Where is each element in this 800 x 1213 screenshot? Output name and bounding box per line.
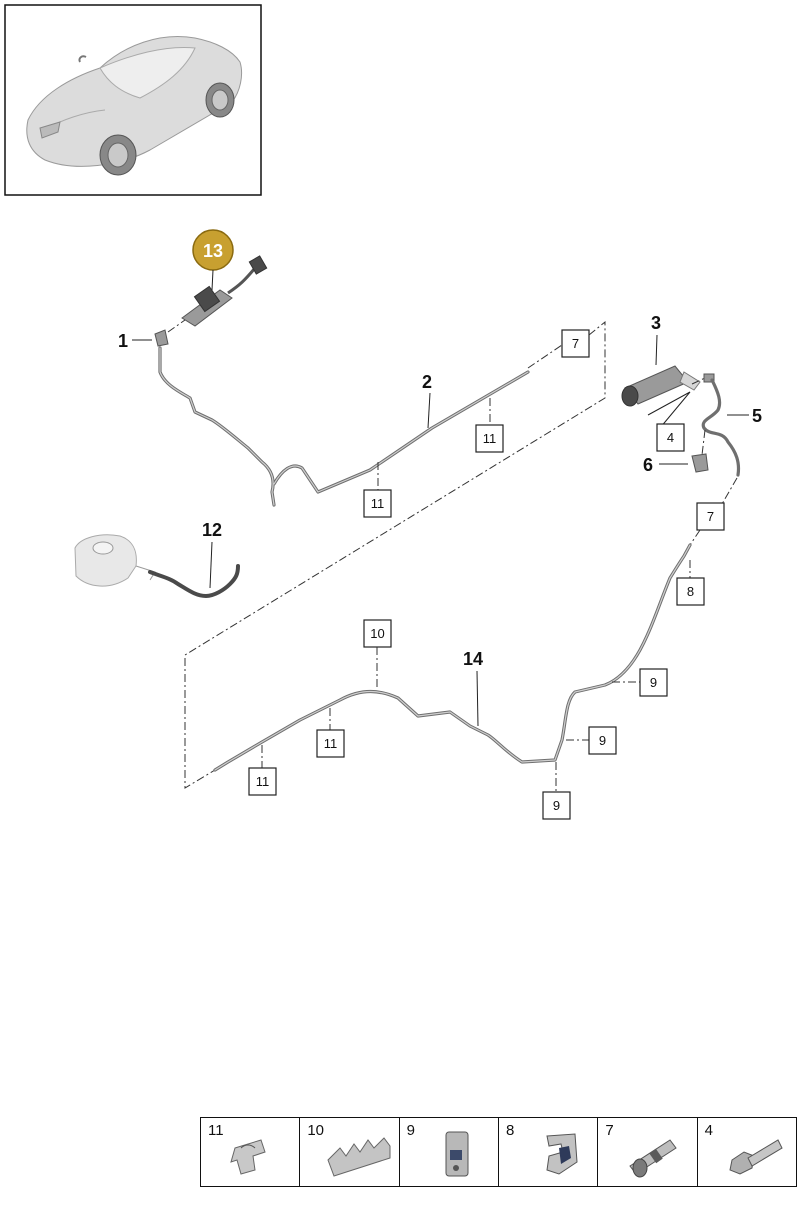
callout-2-label: 2: [422, 372, 432, 392]
callout-13-badge[interactable]: 13: [192, 229, 234, 271]
ref-box-4[interactable]: [656, 423, 685, 452]
callout-6-label: 6: [643, 455, 653, 475]
ref-box-7-top[interactable]: [561, 329, 590, 358]
bleed-valve-6-part: [691, 453, 709, 473]
ref-box-10-label: 10: [370, 626, 384, 641]
callout-13-label: 13: [203, 241, 223, 261]
ref-box-9-b[interactable]: [588, 726, 617, 755]
ref-box-9-a-label: 9: [650, 675, 657, 690]
parts-legend: 11 10 9 8 7 4: [200, 1117, 797, 1187]
ref-box-7-right[interactable]: [696, 502, 725, 531]
legend-number: 10: [307, 1122, 325, 1139]
legend-number: 8: [505, 1122, 515, 1139]
callout-14-label: 14: [463, 649, 483, 669]
legend-number: 11: [208, 1122, 224, 1139]
fitting-near-3-part: [703, 373, 715, 383]
ref-box-9-a[interactable]: [639, 668, 668, 697]
ref-box-8-label: 8: [687, 584, 694, 599]
ref-box-7-top-label: 7: [572, 336, 579, 351]
legend-number: 4: [704, 1122, 713, 1139]
ref-box-11-b-label: 11: [371, 496, 385, 511]
bracket-clip-8-icon: [546, 1133, 578, 1175]
reservoir-hose-12: [148, 564, 240, 599]
slave-cylinder-part: [621, 365, 701, 407]
ref-box-9-c[interactable]: [542, 791, 571, 820]
connector-7-icon: [629, 1139, 678, 1178]
car-thumbnail: [4, 4, 262, 196]
pipe-clip-11-icon: [230, 1139, 266, 1175]
ref-box-9-b-label: 9: [599, 733, 606, 748]
pipe-14: [213, 543, 692, 772]
callout-5-label: 5: [752, 406, 762, 426]
legend-cell-9[interactable]: 9: [400, 1118, 499, 1186]
legend-cell-8[interactable]: 8: [499, 1118, 599, 1186]
hose-5: [701, 378, 741, 477]
bolt-4-icon: [729, 1139, 783, 1175]
legend-cell-7[interactable]: 7: [598, 1118, 698, 1186]
pipe-2: [158, 346, 530, 507]
fitting-1-part: [154, 329, 169, 347]
ref-box-8[interactable]: [676, 577, 705, 606]
callout-12-label: 12: [202, 520, 222, 540]
ref-box-11-b[interactable]: [363, 489, 392, 518]
ref-box-14-11-b-label: 11: [256, 774, 270, 789]
master-cylinder-part: [181, 255, 268, 327]
legend-cell-4[interactable]: 4: [698, 1118, 796, 1186]
callout-1-label: 1: [118, 331, 128, 351]
ref-box-14-11-b[interactable]: [248, 767, 277, 796]
legend-cell-11[interactable]: 11: [201, 1118, 301, 1186]
ref-box-14-11-a[interactable]: [316, 729, 345, 758]
callout-3-label: 3: [651, 313, 661, 333]
ref-box-10[interactable]: [363, 619, 392, 648]
fluid-reservoir-part: [74, 534, 156, 587]
car-illustration-icon: [26, 36, 243, 176]
clip-holder-9-icon: [445, 1131, 469, 1177]
ref-box-11-a[interactable]: [475, 424, 504, 453]
legend-number: 9: [406, 1122, 415, 1139]
ref-box-4-label: 4: [667, 430, 674, 445]
legend-number: 7: [605, 1122, 614, 1139]
ref-box-11-a-label: 11: [483, 431, 497, 446]
ref-box-14-11-a-label: 11: [324, 736, 338, 751]
ref-box-7-right-label: 7: [707, 509, 714, 524]
multi-clip-10-icon: [327, 1137, 391, 1177]
legend-cell-10[interactable]: 10: [300, 1118, 400, 1186]
ref-box-9-c-label: 9: [553, 798, 560, 813]
